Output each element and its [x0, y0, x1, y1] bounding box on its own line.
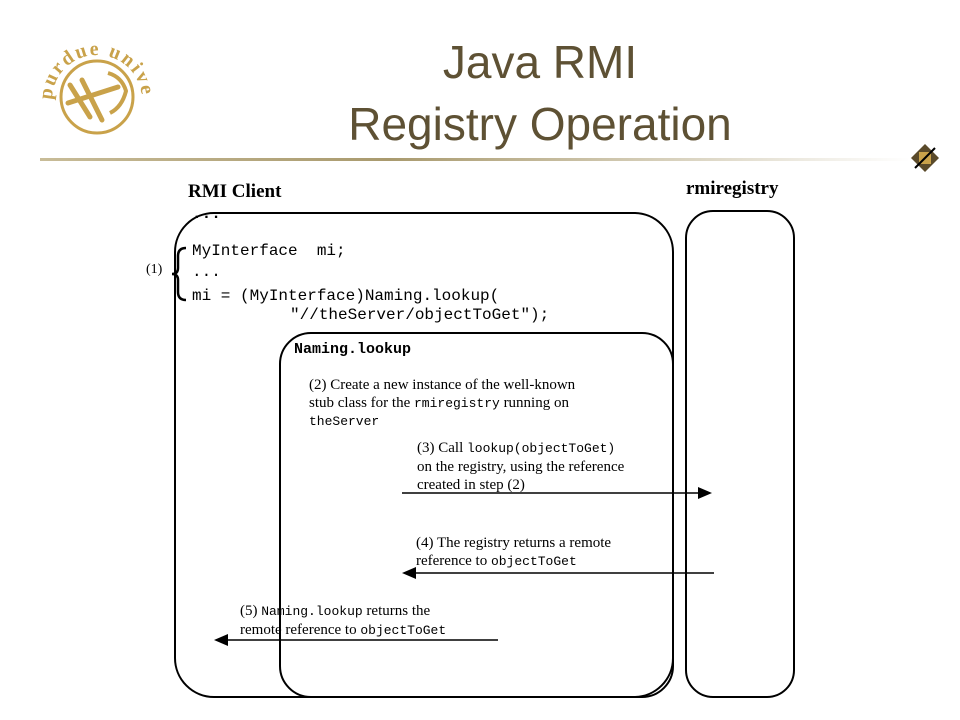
step3-line2: on the registry, using the reference — [417, 459, 625, 475]
step4-text: (4) The registry returns a remote refere… — [416, 534, 611, 571]
code-line-1: MyInterface mi; — [192, 242, 346, 260]
arrow-step3-to-registry — [402, 487, 712, 499]
step2-line1: (2) Create a new instance of the well-kn… — [309, 377, 576, 393]
code-dots-top: ... — [192, 205, 221, 223]
code-line-3: mi = (MyInterface)Naming.lookup( — [192, 287, 500, 305]
step3-line3: created in step (2) — [417, 477, 525, 493]
step4-line1: (4) The registry returns a remote — [416, 535, 612, 551]
step4-line2: reference to objectToGet — [416, 553, 577, 569]
naming-lookup-box — [279, 332, 674, 698]
code-line-4: "//theServer/objectToGet"); — [242, 306, 550, 324]
arrow-step5-to-client — [214, 634, 498, 646]
naming-lookup-label: Naming.lookup — [294, 341, 412, 358]
step2-line2: stub class for the rmiregistry running o… — [309, 395, 569, 411]
rmiregistry-label: rmiregistry — [686, 178, 779, 199]
step5-line2: remote reference to objectToGet — [240, 622, 447, 638]
step1-marker: (1) — [146, 262, 163, 277]
step2-line3: theServer — [309, 414, 380, 429]
rmiregistry-box — [685, 210, 795, 698]
step5-line1: (5) Naming.lookup returns the — [240, 603, 431, 619]
title-divider — [40, 158, 910, 161]
arrow-step4-from-registry — [402, 567, 714, 579]
slide-title-line1: Java RMI — [442, 36, 638, 88]
corner-emblem-icon — [905, 138, 945, 178]
step5-text: (5) Naming.lookup returns the remote ref… — [240, 602, 446, 640]
step3-line1: (3) Call lookup(objectToGet) — [417, 440, 616, 456]
code-line-2: ... — [192, 263, 221, 281]
step3-text: (3) Call lookup(objectToGet) on the regi… — [417, 439, 624, 494]
rmi-client-label: RMI Client — [188, 181, 282, 202]
slide-title-line2: Registry Operation — [348, 98, 732, 150]
step1-brace — [170, 246, 190, 307]
step2-text: (2) Create a new instance of the well-kn… — [309, 376, 575, 431]
